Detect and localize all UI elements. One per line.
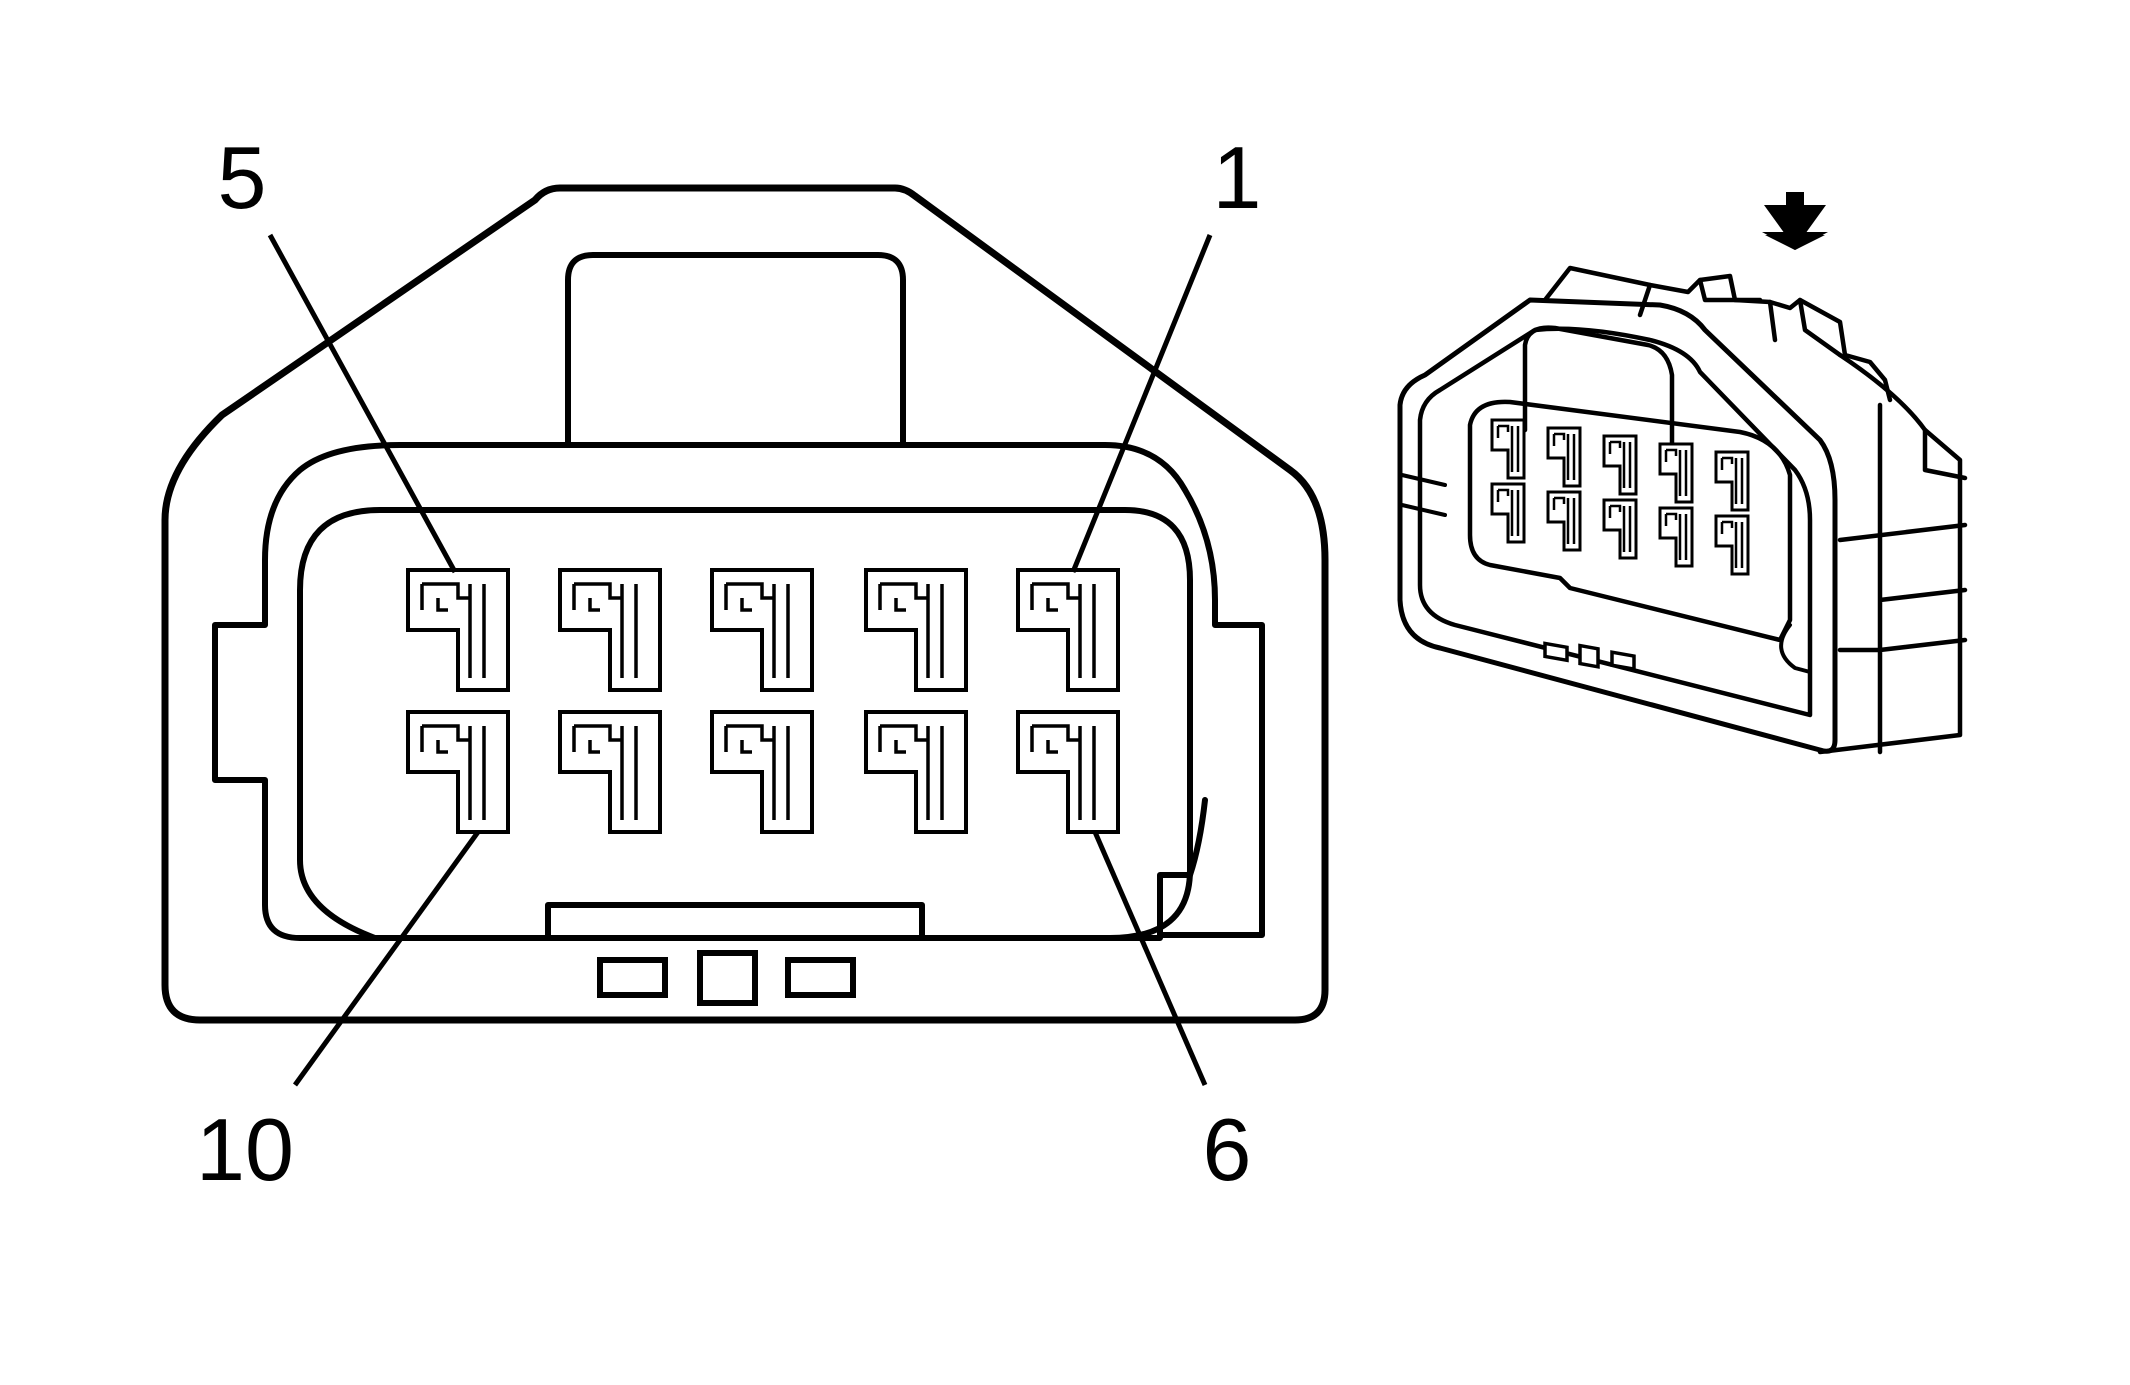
terminal-cavity bbox=[1490, 418, 1526, 480]
terminal-cavity bbox=[558, 710, 662, 834]
terminal-cavity bbox=[1714, 450, 1750, 512]
leader-line-pin-6 bbox=[1092, 831, 1208, 1086]
latch-tab bbox=[565, 252, 906, 448]
terminal-cavity bbox=[558, 568, 662, 692]
terminal-cavity bbox=[864, 710, 968, 834]
connector-face-view: 5 1 10 6 bbox=[161, 128, 1329, 1199]
terminal-cavity bbox=[1546, 426, 1582, 488]
pin-label-1: 1 bbox=[1213, 128, 1262, 227]
connector-perspective-view bbox=[1397, 192, 1968, 755]
key-rail bbox=[545, 902, 925, 938]
terminal-cavity bbox=[1602, 498, 1638, 560]
terminal-cavity bbox=[710, 710, 814, 834]
leader-line-pin-5 bbox=[267, 233, 458, 574]
lock-window bbox=[1543, 641, 1569, 663]
lock-window bbox=[1578, 643, 1600, 669]
pin-label-5: 5 bbox=[218, 128, 267, 227]
terminal-cavity bbox=[1658, 506, 1694, 568]
terminal-cavity bbox=[406, 568, 510, 692]
terminal-cavity bbox=[710, 568, 814, 692]
terminal-cavity bbox=[1490, 482, 1526, 544]
lock-window bbox=[1610, 650, 1636, 672]
arrow-down-icon bbox=[1762, 192, 1828, 250]
terminal-cavity bbox=[1016, 710, 1120, 834]
terminal-cavity bbox=[864, 568, 968, 692]
pin-label-6: 6 bbox=[1203, 1100, 1252, 1199]
leader-line-pin-10 bbox=[292, 830, 481, 1087]
lock-window bbox=[697, 950, 758, 1006]
terminal-cavity bbox=[1602, 434, 1638, 496]
lock-window bbox=[597, 957, 668, 998]
terminal-cavity bbox=[1016, 568, 1120, 692]
terminal-cavity bbox=[1658, 442, 1694, 504]
pin-label-10: 10 bbox=[196, 1100, 294, 1199]
terminal-cavity bbox=[1546, 490, 1582, 552]
leader-line-pin-1 bbox=[1070, 234, 1213, 573]
terminal-cavity bbox=[1714, 514, 1750, 576]
lock-window bbox=[785, 957, 856, 998]
terminal-cavity bbox=[406, 710, 510, 834]
